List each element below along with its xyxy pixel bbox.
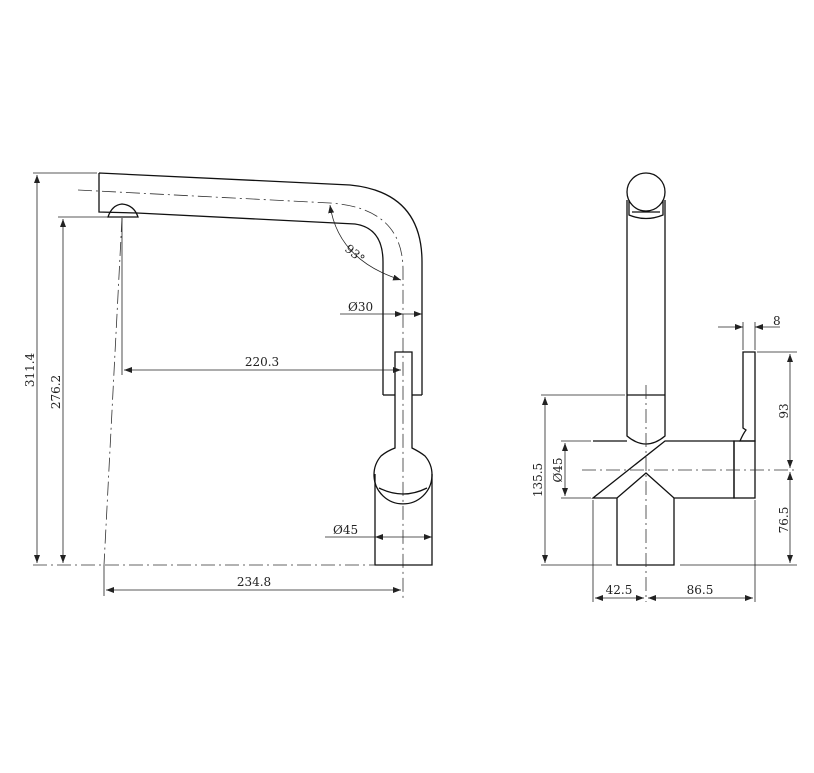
spout-outlet	[628, 200, 664, 220]
label-right-width: 86.5	[687, 583, 714, 597]
handle	[373, 351, 433, 505]
base-pipe	[616, 498, 675, 566]
label-lever-height: 93	[777, 403, 791, 418]
spout-centerline	[77, 189, 404, 600]
side-view: 311.4 276.2 220.3 234.8 Ø30 Ø45 93°	[23, 172, 433, 600]
label-body-height: 135.5	[531, 463, 545, 497]
label-spout-diameter: Ø30	[348, 300, 373, 314]
label-overall-reach: 234.8	[237, 575, 271, 589]
label-body-diameter: Ø45	[551, 457, 565, 482]
lever	[739, 351, 756, 442]
body-base	[374, 474, 433, 566]
label-outlet-height: 276.2	[49, 375, 63, 409]
label-body-diameter: Ø45	[333, 523, 358, 537]
slant-centerline	[103, 217, 123, 566]
body	[591, 440, 735, 499]
dim-spout-angle	[328, 204, 402, 281]
label-spout-reach: 220.3	[245, 355, 279, 369]
label-overall-height: 311.4	[23, 352, 37, 387]
spout-tip	[626, 172, 666, 212]
aerator	[107, 203, 139, 218]
label-left-width: 42.5	[606, 583, 633, 597]
spout-tube	[626, 200, 666, 445]
handle-cap	[733, 440, 756, 499]
label-lever-thickness: 8	[773, 314, 781, 328]
handle-base-arc	[378, 487, 428, 495]
front-view: 135.5 Ø45 93 76.5 8 42.5 86.5	[531, 172, 797, 602]
label-base-to-axis: 76.5	[777, 507, 791, 534]
label-spout-angle: 93°	[342, 242, 367, 266]
